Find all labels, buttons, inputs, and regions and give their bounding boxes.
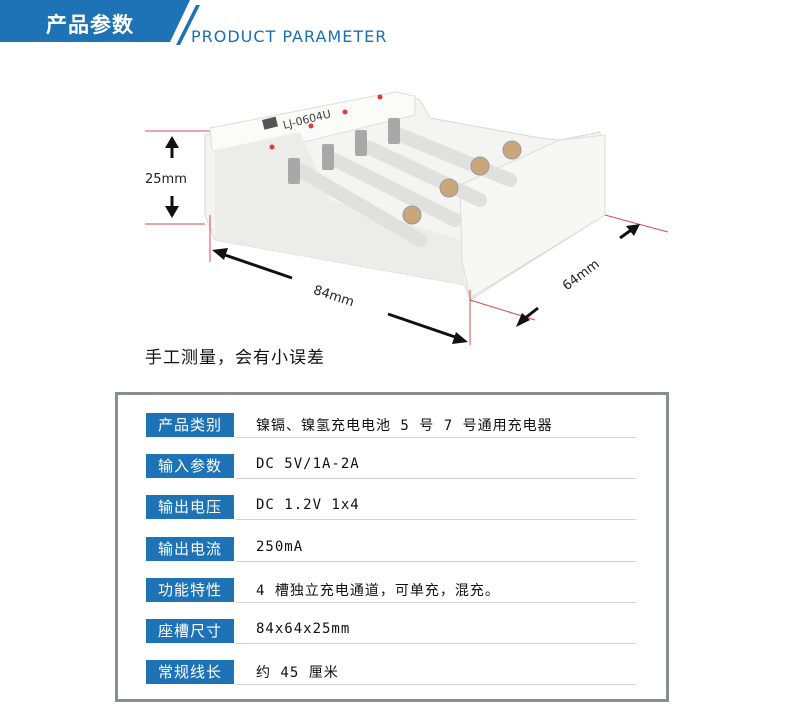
param-value: 84x64x25mm bbox=[256, 621, 351, 637]
section-title: 产品参数 bbox=[46, 13, 134, 37]
parameter-table: 产品类别 镍镉、镍氢充电电池 5 号 7 号通用充电器 输入参数 DC 5V/1… bbox=[115, 392, 669, 702]
param-label: 座槽尺寸 bbox=[146, 619, 234, 643]
row-divider bbox=[236, 437, 636, 438]
row-divider bbox=[236, 519, 636, 520]
param-label: 产品类别 bbox=[146, 413, 234, 437]
row-divider bbox=[236, 643, 636, 644]
row-divider bbox=[236, 602, 636, 603]
param-value: 镍镉、镍氢充电电池 5 号 7 号通用充电器 bbox=[256, 418, 553, 434]
param-label: 功能特性 bbox=[146, 578, 234, 602]
param-label: 常规线长 bbox=[146, 660, 234, 684]
measurement-note: 手工测量，会有小误差 bbox=[145, 348, 325, 368]
param-value: 250mA bbox=[256, 539, 304, 555]
param-label: 输出电流 bbox=[146, 537, 234, 561]
row-divider bbox=[236, 561, 636, 562]
param-label: 输出电压 bbox=[146, 495, 234, 519]
param-value: 4 槽独立充电通道，可单充，混充。 bbox=[256, 583, 500, 599]
param-value: 约 45 厘米 bbox=[256, 665, 339, 681]
param-label: 输入参数 bbox=[146, 454, 234, 478]
row-divider bbox=[236, 684, 636, 685]
header-graphic bbox=[0, 0, 200, 45]
param-value: DC 5V/1A-2A bbox=[256, 456, 360, 472]
header-bar: 产品参数 PRODUCT PARAMETER bbox=[0, 0, 790, 48]
param-value: DC 1.2V 1x4 bbox=[256, 497, 360, 513]
height-dimension: 25mm bbox=[145, 172, 187, 187]
section-subtitle: PRODUCT PARAMETER bbox=[191, 27, 388, 46]
product-image: LJ-0604U bbox=[145, 91, 669, 345]
row-divider bbox=[236, 478, 636, 479]
